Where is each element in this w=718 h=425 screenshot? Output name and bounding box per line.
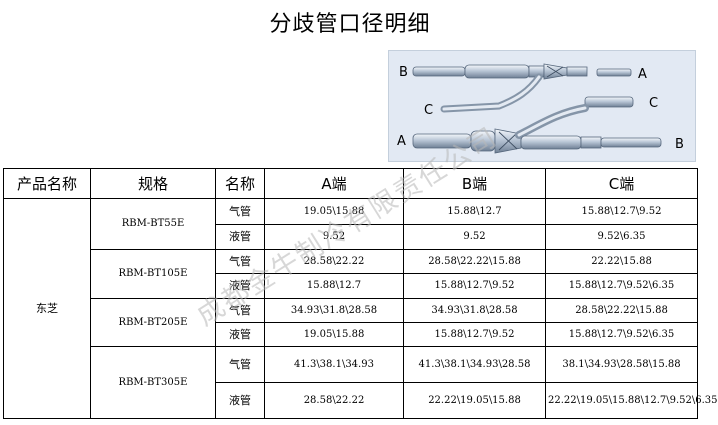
header-a-end: A端 bbox=[264, 168, 404, 199]
c-end-cell: 9.52\6.35 bbox=[545, 224, 698, 250]
page-title: 分歧管口径明细 bbox=[269, 12, 431, 37]
a-end-cell: 28.58\22.22 bbox=[264, 249, 404, 274]
pipe-spec-table: 产品名称 规格 名称 A端 B端 C端 东芝 RBM-BT55E 气管 19.0… bbox=[3, 168, 718, 419]
diagram-label-b-top: B bbox=[399, 65, 408, 80]
diagram-label-a-left: A bbox=[397, 134, 406, 149]
c-end-cell: 22.22\15.88 bbox=[545, 249, 698, 274]
b-end-cell: 9.52 bbox=[403, 224, 546, 250]
a-end-cell: 34.93\31.8\28.58 bbox=[264, 298, 404, 323]
c-end-cell: 38.1\34.93\28.58\15.88 bbox=[545, 346, 698, 383]
a-end-cell: 15.88\12.7 bbox=[264, 273, 404, 299]
diagram-label-b-right: B bbox=[675, 137, 684, 152]
branch-pipe-diagram: B A C C A B bbox=[388, 50, 696, 162]
diagram-label-a-right: A bbox=[638, 67, 647, 82]
kind-cell: 液管 bbox=[215, 224, 265, 250]
c-end-cell: 15.88\12.7\9.52\6.35 bbox=[545, 273, 698, 299]
diagram-label-c-right: C bbox=[649, 96, 658, 111]
product-name-cell: 东芝 bbox=[3, 198, 91, 419]
table-row: 液管 15.88\12.7 15.88\12.7\9.52 15.88\12.7… bbox=[4, 273, 698, 299]
kind-cell: 气管 bbox=[215, 198, 265, 225]
kind-cell: 液管 bbox=[215, 322, 265, 347]
model-cell: RBM-BT55E bbox=[90, 198, 216, 250]
table-row: 东芝 RBM-BT55E 气管 19.05\15.88 15.88\12.7 1… bbox=[3, 198, 698, 419]
a-end-cell: 9.52 bbox=[264, 224, 404, 250]
diagram-label-c-left: C bbox=[424, 103, 433, 118]
c-end-cell: 22.22\19.05\15.88\12.7\9.52\6.35 bbox=[545, 382, 718, 419]
kind-cell: 气管 bbox=[215, 298, 265, 323]
table-row: RBM-BT305E 气管 41.3\38.1\34.93 41.3\38.1\… bbox=[4, 346, 698, 419]
a-end-cell: 28.58\22.22 bbox=[264, 382, 404, 419]
header-kind: 名称 bbox=[215, 168, 265, 199]
header-c-end: C端 bbox=[545, 168, 698, 199]
model-cell: RBM-BT305E bbox=[90, 346, 216, 419]
a-end-cell: 19.05\15.88 bbox=[264, 322, 404, 347]
c-end-cell: 15.88\12.7\9.52 bbox=[545, 198, 698, 225]
header-product: 产品名称 bbox=[3, 168, 91, 199]
model-cell: RBM-BT205E bbox=[90, 298, 216, 347]
b-end-cell: 15.88\12.7\9.52 bbox=[403, 273, 546, 299]
header-b-end: B端 bbox=[403, 168, 546, 199]
kind-cell: 气管 bbox=[215, 249, 265, 274]
b-end-cell: 15.88\12.7 bbox=[403, 198, 546, 225]
gas-branch-pipe bbox=[412, 104, 662, 154]
kind-cell: 气管 bbox=[215, 346, 265, 383]
b-end-cell: 34.93\31.8\28.58 bbox=[403, 298, 546, 323]
b-end-cell: 22.22\19.05\15.88 bbox=[403, 382, 546, 419]
table-row: 液管 28.58\22.22 22.22\19.05\15.88 22.22\1… bbox=[4, 382, 718, 419]
a-end-cell: 19.05\15.88 bbox=[264, 198, 404, 225]
table-row: RBM-BT105E 气管 28.58\22.22 28.58\22.22\15… bbox=[4, 249, 698, 299]
liquid-branch-pipe bbox=[412, 63, 634, 113]
kind-cell: 液管 bbox=[215, 382, 265, 419]
header-model: 规格 bbox=[90, 168, 216, 199]
table-header-row: 产品名称 规格 名称 A端 B端 C端 bbox=[3, 168, 698, 199]
table-row: RBM-BT205E 气管 34.93\31.8\28.58 34.93\31.… bbox=[4, 298, 698, 347]
c-end-cell: 15.88\12.7\9.52\6.35 bbox=[545, 322, 698, 347]
a-end-cell: 41.3\38.1\34.93 bbox=[264, 346, 404, 383]
b-end-cell: 15.88\12.7\9.52 bbox=[403, 322, 546, 347]
b-end-cell: 28.58\22.22\15.88 bbox=[403, 249, 546, 274]
table-row: 液管 19.05\15.88 15.88\12.7\9.52 15.88\12.… bbox=[4, 322, 698, 347]
kind-cell: 液管 bbox=[215, 273, 265, 299]
branch-pipe-illustration: B A C C A B bbox=[397, 63, 684, 154]
model-cell: RBM-BT105E bbox=[90, 249, 216, 299]
b-end-cell: 41.3\38.1\34.93\28.58 bbox=[403, 346, 546, 383]
c-end-cell: 28.58\22.22\15.88 bbox=[545, 298, 698, 323]
